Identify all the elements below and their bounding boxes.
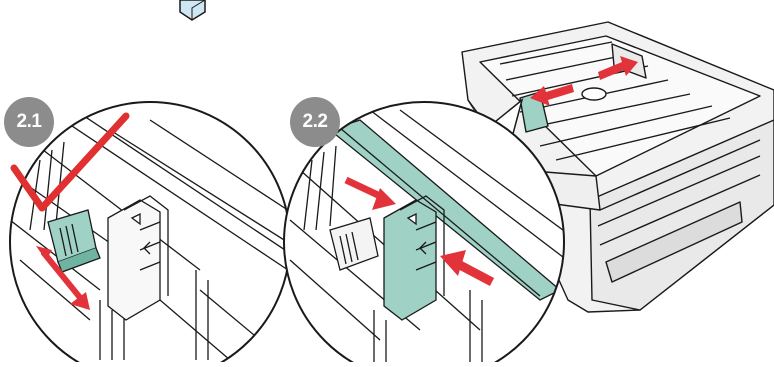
check-mark-icon — [10, 112, 130, 212]
step-badge-2-2: 2.2 — [290, 97, 340, 147]
step-label: 2.1 — [16, 111, 42, 132]
step-2-2-detail — [283, 101, 565, 367]
red-arrow-icon — [598, 56, 638, 80]
step-badge-2-1: 2.1 — [4, 97, 54, 147]
red-arrow-icon — [344, 176, 396, 210]
red-arrow-icon — [36, 246, 90, 310]
red-arrow-icon — [530, 84, 574, 106]
red-arrow-icon — [440, 250, 495, 286]
toner-box-icon — [179, 0, 206, 21]
step-label: 2.2 — [302, 111, 328, 132]
step-2-1-detail — [9, 101, 291, 367]
